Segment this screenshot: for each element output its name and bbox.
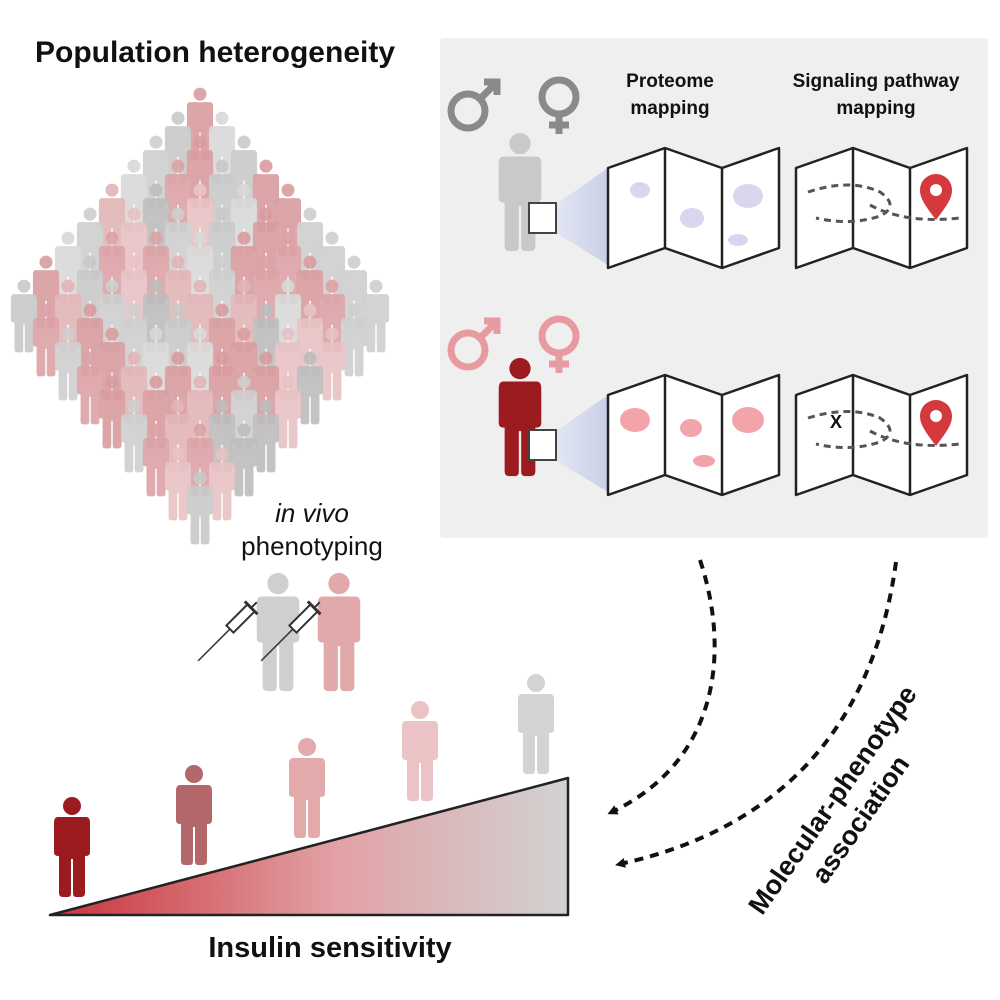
person-icon-scale-3 — [289, 738, 325, 838]
population-title: Population heterogeneity — [35, 36, 395, 69]
association-arrow-signaling — [615, 561, 898, 868]
male-symbol-pink — [447, 317, 501, 371]
magnify-beam-top — [555, 168, 608, 265]
person-icon-scale-2 — [176, 765, 212, 865]
male-symbol-grey — [447, 78, 501, 132]
phenotyping-line1: in vivo — [275, 498, 349, 528]
person-icon-scale-4 — [402, 701, 438, 801]
person-icon-phenotyped-grey — [256, 572, 300, 692]
person-icon-scale-5 — [518, 674, 554, 774]
person-icon-scale-1 — [54, 797, 90, 897]
association-label: Molecular-phenotype association — [742, 680, 922, 920]
location-pin-icon-bottom — [920, 400, 952, 446]
signaling-header-line1: Signaling pathway — [793, 71, 960, 92]
proteome-header-line1: Proteome — [626, 71, 714, 92]
population-crowd — [10, 87, 390, 545]
female-symbol-grey — [538, 76, 580, 134]
sample-box-bottom — [528, 429, 557, 461]
proteome-header-line2: mapping — [630, 98, 709, 119]
sample-box-top — [528, 202, 557, 234]
proteome-map-top — [606, 146, 781, 270]
insulin-sensitivity-label: Insulin sensitivity — [208, 932, 451, 964]
magnify-beam-bottom — [555, 395, 608, 492]
signaling-header-line2: mapping — [836, 98, 915, 119]
insulin-sensitivity-wedge — [48, 776, 570, 917]
blocked-pathway-mark: X — [830, 412, 842, 432]
location-pin-icon-top — [920, 174, 952, 220]
association-arrow-proteome — [607, 559, 717, 815]
syringe-icon-right — [260, 600, 322, 662]
signaling-map-top — [794, 146, 969, 270]
person-icon-phenotyped-pink — [317, 572, 361, 692]
female-symbol-pink — [538, 315, 580, 373]
signaling-map-bottom: X — [794, 373, 969, 497]
syringe-icon-left — [197, 600, 259, 662]
phenotyping-line2: phenotyping — [241, 531, 383, 561]
proteome-map-bottom — [606, 373, 781, 497]
